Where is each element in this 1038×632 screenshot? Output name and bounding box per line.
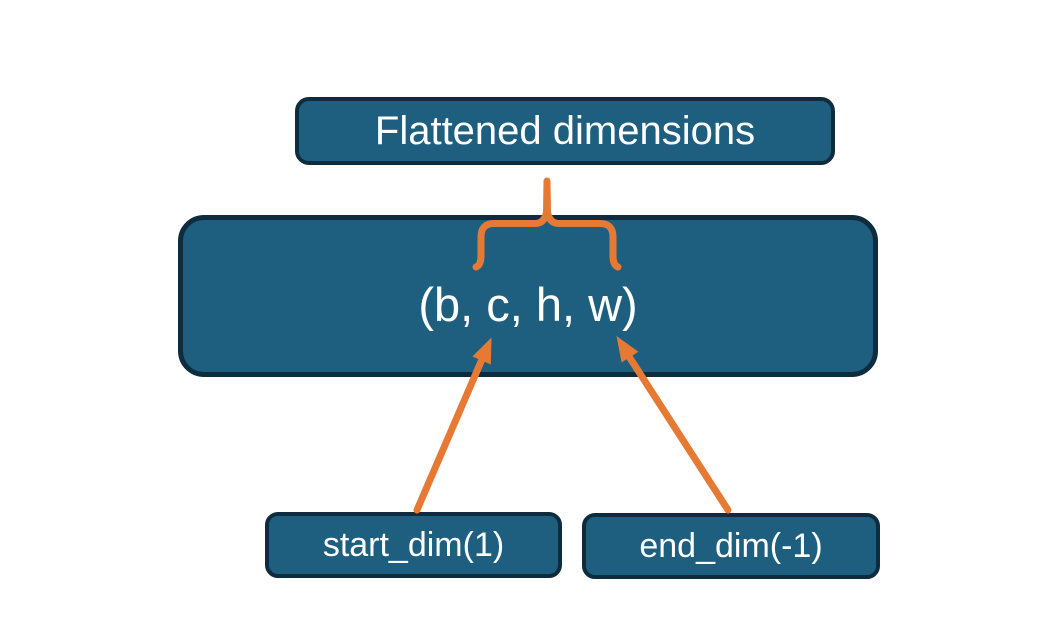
- end-dim-node: end_dim(-1): [582, 513, 880, 579]
- tensor-shape-label: (b, c, h, w): [418, 277, 638, 331]
- flattened-dimensions-label: Flattened dimensions: [374, 108, 756, 153]
- end-dim-label: end_dim(-1): [639, 526, 823, 565]
- start-dim-label: start_dim(1): [322, 525, 505, 564]
- end-dim-arrow-line: [624, 351, 732, 514]
- start-dim-arrow-line: [413, 353, 487, 514]
- tensor-shape-node: (b, c, h, w): [178, 215, 878, 377]
- flattened-dimensions-node: Flattened dimensions: [295, 97, 835, 165]
- start-dim-node: start_dim(1): [265, 512, 562, 578]
